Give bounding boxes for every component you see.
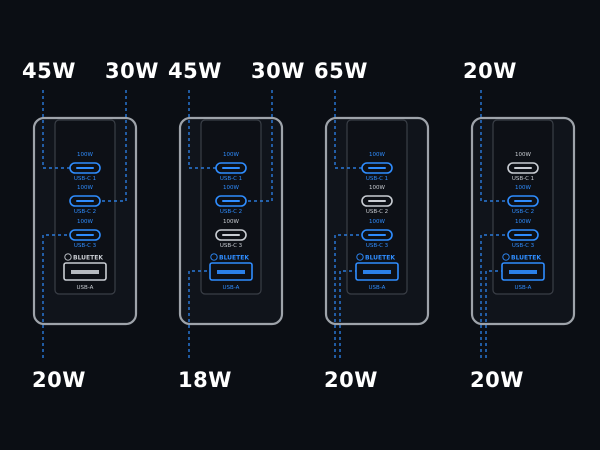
port-name-label: USB-C 1 (366, 176, 388, 182)
port-name-label: USB-C 1 (220, 176, 242, 182)
callout-line-top-right (100, 90, 127, 202)
usb-c-port (215, 229, 247, 241)
charger-faceplate (54, 119, 116, 295)
port-name-label: USB-C 1 (74, 176, 96, 182)
usb-a-port (63, 262, 107, 281)
usb-c-tongue (368, 167, 386, 169)
usb-c-port (361, 195, 393, 207)
usb-c-tongue (368, 200, 386, 202)
bluetek-logo-icon (356, 253, 364, 261)
watt-callout-bottom: 20W (324, 368, 378, 392)
bluetek-logo-icon (210, 253, 218, 261)
watt-callout-top-left: 20W (463, 59, 517, 83)
charger-faceplate (200, 119, 262, 295)
port-watt-label: 100W (515, 219, 531, 225)
port-name-label: USB-A (223, 285, 240, 291)
port-name-label: USB-C 2 (366, 209, 388, 215)
usb-a-tongue (71, 270, 99, 274)
bluetek-logo-icon (64, 253, 72, 261)
usb-c-port (507, 229, 539, 241)
watt-callout-top-left: 45W (22, 59, 76, 83)
port-name-label: USB-C 2 (220, 209, 242, 215)
callout-line-top-left (480, 90, 508, 202)
usb-c-tongue (514, 234, 532, 236)
watt-callout-top-right: 30W (105, 59, 159, 83)
port-name-label: USB-C 3 (220, 243, 243, 249)
usb-c-tongue (514, 167, 532, 169)
brand-label: BLUETEK (219, 255, 249, 262)
port-watt-label: 100W (369, 219, 385, 225)
watt-callout-top-left: 45W (168, 59, 222, 83)
port-name-label: USB-A (515, 285, 532, 291)
charger-faceplate (492, 119, 554, 295)
usb-a-tongue (509, 270, 537, 274)
port-watt-label: 100W (515, 152, 531, 158)
brand-label: BLUETEK (365, 255, 395, 262)
charger-1: 100W USB-C 1 100W USB-C 2 100W USB-C 3 BLUETEK… (32, 90, 138, 358)
usb-c-port (507, 162, 539, 174)
port-name-label: USB-C 3 (74, 243, 97, 249)
port-watt-label: 100W (515, 185, 531, 191)
callout-line-bottom (334, 234, 362, 358)
callout-line-bottom (188, 270, 210, 358)
usb-a-port (209, 262, 253, 281)
charger-2: 100W USB-C 1 100W USB-C 2 100W USB-C 3 BLUETEK… (178, 90, 284, 358)
usb-c-port (507, 195, 539, 207)
usb-c-tongue (76, 200, 94, 202)
port-name-label: USB-C 2 (512, 209, 534, 215)
port-watt-label: 100W (223, 185, 239, 191)
port-watt-label: 100W (223, 152, 239, 158)
callout-line-top-left (188, 90, 216, 169)
watt-callout-top-right: 30W (251, 59, 305, 83)
usb-c-tongue (222, 167, 240, 169)
usb-c-tongue (76, 234, 94, 236)
callout-line-bottom (42, 234, 70, 358)
brand-label: BLUETEK (73, 255, 103, 262)
usb-c-port (361, 229, 393, 241)
watt-callout-bottom: 18W (178, 368, 232, 392)
charger-faceplate (346, 119, 408, 295)
port-watt-label: 100W (369, 152, 385, 158)
usb-c-tongue (222, 234, 240, 236)
charger-4: 100W USB-C 1 100W USB-C 2 100W USB-C 3 BLUETEK… (470, 90, 576, 358)
port-name-label: USB-C 1 (512, 176, 534, 182)
port-watt-label: 100W (369, 185, 385, 191)
brand-label: BLUETEK (511, 255, 541, 262)
callout-line-top-right (246, 90, 273, 202)
watt-callout-bottom: 20W (470, 368, 524, 392)
port-watt-label: 100W (77, 219, 93, 225)
port-name-label: USB-A (369, 285, 386, 291)
port-name-label: USB-C 3 (512, 243, 535, 249)
usb-c-port (69, 229, 101, 241)
usb-c-port (69, 195, 101, 207)
port-watt-label: 100W (77, 185, 93, 191)
port-watt-label: 100W (223, 219, 239, 225)
usb-c-tongue (222, 200, 240, 202)
usb-c-tongue (368, 234, 386, 236)
port-name-label: USB-C 2 (74, 209, 96, 215)
port-name-label: USB-C 3 (366, 243, 389, 249)
callout-line-bottom-2 (339, 270, 356, 358)
watt-callout-top-left: 65W (314, 59, 368, 83)
port-watt-label: 100W (77, 152, 93, 158)
callout-line-bottom (480, 234, 508, 358)
charger-3: 100W USB-C 1 100W USB-C 2 100W USB-C 3 BLUETEK… (324, 90, 430, 358)
usb-c-tongue (76, 167, 94, 169)
usb-c-port (215, 195, 247, 207)
port-name-label: USB-A (77, 285, 94, 291)
usb-a-tongue (217, 270, 245, 274)
usb-a-tongue (363, 270, 391, 274)
callout-line-top-left (334, 90, 362, 169)
callout-line-bottom-2 (485, 270, 502, 358)
callout-line-top-left (42, 90, 70, 169)
bluetek-logo-icon (502, 253, 510, 261)
usb-c-tongue (514, 200, 532, 202)
watt-callout-bottom: 20W (32, 368, 86, 392)
